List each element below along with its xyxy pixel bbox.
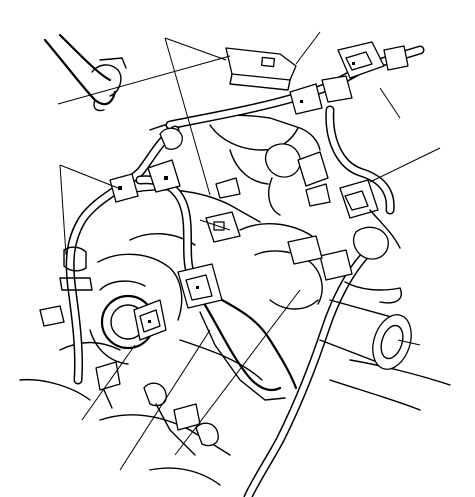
left-harness — [59, 125, 195, 385]
leader-lines — [57, 31, 441, 471]
main-harness-top — [165, 41, 425, 130]
upper-hose — [43, 33, 127, 112]
bracket-plate — [225, 47, 297, 91]
center-connectors — [205, 143, 331, 243]
right-sensor-wire — [325, 105, 395, 219]
detail-marks — [118, 62, 355, 323]
right-cylinder — [319, 299, 412, 370]
harness-clamp — [89, 280, 167, 365]
lower-components — [39, 305, 219, 456]
engine-body-outline — [19, 114, 451, 486]
center-coupler — [177, 263, 298, 401]
right-diagonal-harness — [243, 209, 402, 497]
